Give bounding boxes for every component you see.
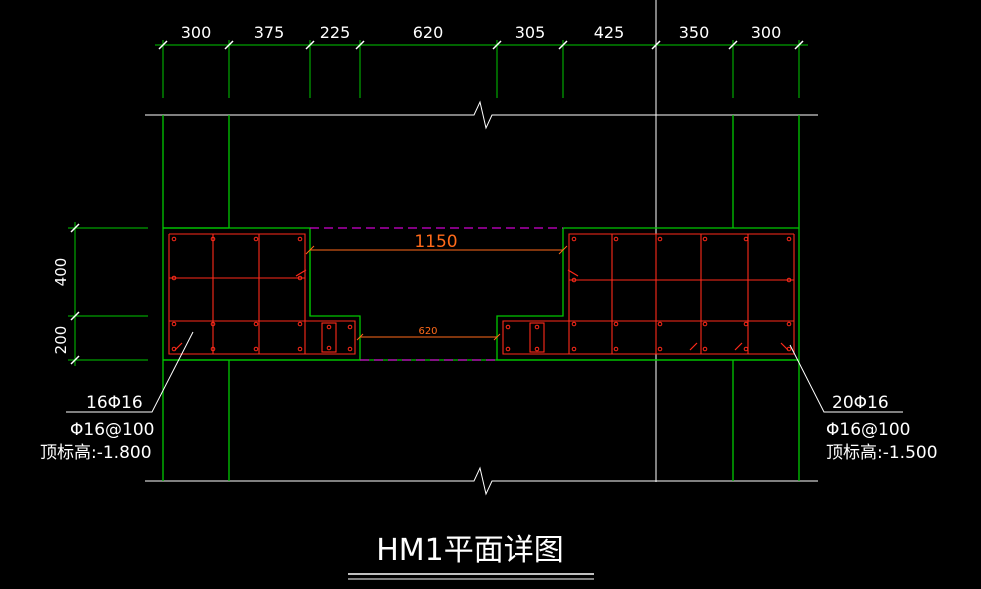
top-dimension-chain [155,40,808,98]
dim-top-4: 620 [413,23,444,42]
rebar-dots-right [505,236,792,352]
bottom-break-line [145,466,818,496]
left-dimension-chain [68,222,148,366]
dim-top-7: 350 [679,23,710,42]
right-note-stirrup: Φ16@100 [826,420,910,440]
dim-left-2: 200 [52,326,70,355]
leader-lines [66,331,903,413]
inner-dimension-620 [356,333,501,341]
rebar-cage-right [502,233,795,355]
top-break-line [145,100,818,130]
right-note-bars: 20Φ16 [832,393,889,413]
left-note-stirrup: Φ16@100 [70,420,154,440]
dim-top-6: 425 [594,23,625,42]
dim-top-5: 305 [515,23,546,42]
left-note-elevation: 顶标高:-1.800 [40,443,152,463]
drawing-title: HM1平面详图 [376,533,564,568]
dim-top-2: 375 [254,23,285,42]
inner-dimension-1150 [305,245,568,255]
inner-dim-1150-label: 1150 [414,232,457,252]
wall-outline [162,115,800,481]
dim-top-1: 300 [181,23,212,42]
hidden-line-opening [310,227,563,361]
title-underline [348,573,594,580]
rebar-dots-left [171,236,353,352]
rebar-cage-left [168,233,356,355]
right-note-elevation: 顶标高:-1.500 [826,443,938,463]
dim-top-8: 300 [751,23,782,42]
dim-top-3: 225 [320,23,351,42]
rebar-hooks [174,269,789,351]
inner-dim-620-label: 620 [418,326,437,337]
left-note-bars: 16Φ16 [86,393,143,413]
dim-left-1: 400 [52,258,70,287]
